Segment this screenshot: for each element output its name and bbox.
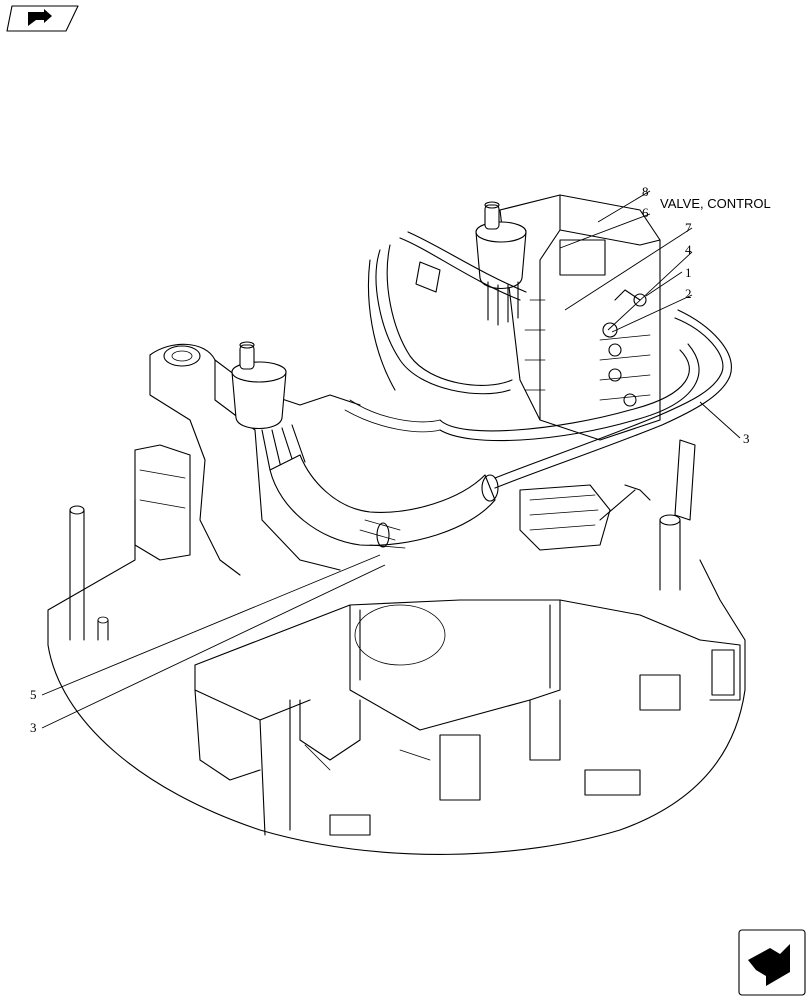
callout-6: 6 [642, 205, 649, 220]
book-arrow-icon[interactable] [6, 5, 79, 32]
callout-3-right: 3 [743, 431, 750, 446]
control-valve-block [499, 194, 661, 441]
callout-5: 5 [30, 687, 37, 702]
travel-valve-assembly [519, 439, 696, 551]
callout-3-left: 3 [30, 720, 37, 735]
next-page-arrow-icon[interactable] [738, 929, 806, 996]
callout-8: 8 [642, 184, 649, 199]
callout-1: 1 [685, 265, 692, 280]
tube-harness [344, 231, 732, 489]
hose-sleeve [269, 454, 499, 549]
callout-2: 2 [685, 286, 692, 301]
callout-leaders [41, 190, 741, 729]
page-title: VALVE, CONTROL [660, 196, 771, 211]
callout-7: 7 [685, 220, 692, 235]
pilot-valve-left [231, 341, 306, 473]
callout-4: 4 [685, 242, 692, 257]
pilot-valve-right [475, 201, 527, 326]
